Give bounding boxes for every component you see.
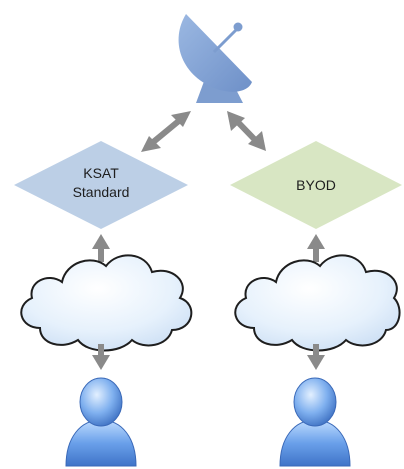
arrow-cloud-right-down <box>307 344 325 370</box>
node-ksat-line1: KSAT <box>83 165 119 181</box>
cloud-icon-left <box>20 254 193 352</box>
node-byod: BYOD <box>230 141 402 229</box>
node-byod-label: BYOD <box>296 177 336 193</box>
user-icon-right <box>279 377 351 467</box>
node-ksat-standard: KSAT Standard <box>14 141 188 229</box>
arrow-cloud-right-up <box>307 234 325 262</box>
satellite-dish-icon <box>178 14 252 103</box>
arrow-dish-byod <box>227 111 266 151</box>
arrow-dish-ksat <box>141 111 191 152</box>
user-icon-left <box>65 377 137 467</box>
cloud-icon-right <box>234 254 401 352</box>
node-ksat-line2: Standard <box>73 184 130 200</box>
arrow-cloud-left-down <box>92 344 110 370</box>
arrow-cloud-left-up <box>92 234 110 262</box>
